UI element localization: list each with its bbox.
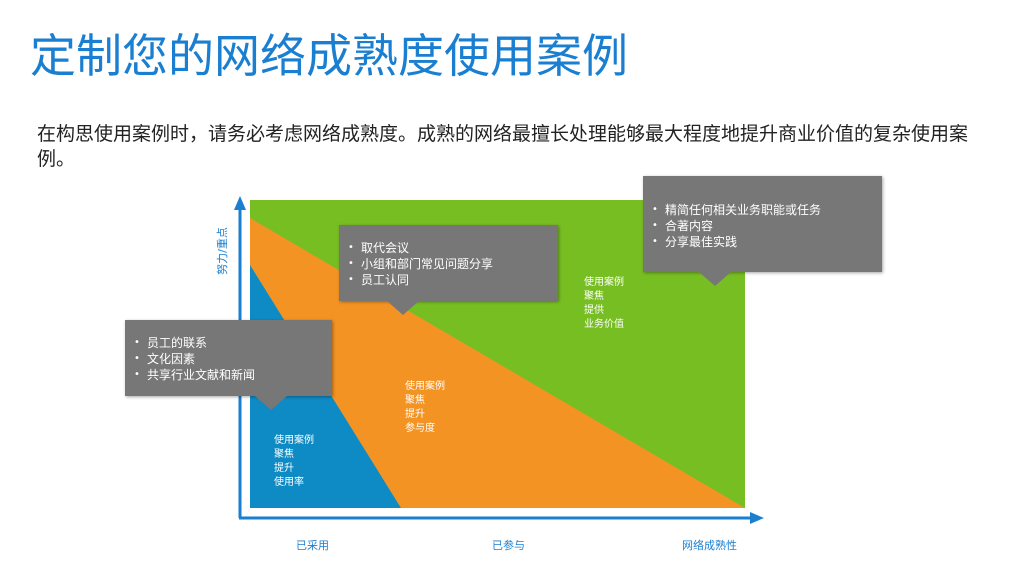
zone-label-line: 提供 [584, 305, 604, 316]
zone-label-line: 业务价值 [584, 319, 624, 330]
zone-label-engagement: 使用案例 聚焦 提升 参与度 [405, 380, 445, 436]
zone-label-line: 提升 [274, 463, 294, 474]
zone-label-line: 使用率 [274, 477, 304, 488]
x-tick-adopted: 已采用 [296, 539, 329, 552]
x-axis-arrow [750, 512, 764, 524]
y-axis-arrow [234, 196, 246, 210]
zone-label-line: 聚焦 [584, 291, 604, 302]
zone-label-line: 使用案例 [274, 435, 314, 446]
zone-label-line: 参与度 [405, 423, 435, 434]
callout-item: 员工的联系 [131, 335, 332, 351]
callout-item: 小组和部门常见问题分享 [345, 256, 558, 272]
zone-label-business-value: 使用案例 聚焦 提供 业务价值 [584, 276, 624, 332]
zone-label-line: 使用案例 [584, 277, 624, 288]
callout-item: 合著内容 [649, 218, 882, 234]
zone-label-line: 聚焦 [405, 395, 425, 406]
callout-item: 分享最佳实践 [649, 234, 882, 250]
y-axis-title: 努力/重点 [216, 227, 229, 275]
callout-adoption: 员工的联系 文化因素 共享行业文献和新闻 [125, 320, 332, 410]
callout-item: 精简任何相关业务职能或任务 [649, 202, 882, 218]
callout-engagement: 取代会议 小组和部门常见问题分享 员工认同 [339, 225, 558, 315]
zone-label-line: 聚焦 [274, 449, 294, 460]
callout-item: 共享行业文献和新闻 [131, 367, 332, 383]
x-axis-title: 网络成熟性 [682, 539, 737, 552]
x-tick-engaged: 已参与 [492, 539, 525, 552]
zone-label-line: 提升 [405, 409, 425, 420]
callout-item: 文化因素 [131, 351, 332, 367]
page-title: 定制您的网络成熟度使用案例 [30, 29, 628, 83]
intro-text: 在构思使用案例时，请务必考虑网络成熟度。成熟的网络最擅长处理能够最大程度地提升商… [37, 123, 969, 170]
callout-business-value: 精简任何相关业务职能或任务 合著内容 分享最佳实践 [643, 176, 882, 286]
callout-item: 员工认同 [345, 272, 558, 288]
zone-label-adoption: 使用案例 聚焦 提升 使用率 [274, 434, 314, 490]
zone-label-line: 使用案例 [405, 381, 445, 392]
callout-item: 取代会议 [345, 240, 558, 256]
